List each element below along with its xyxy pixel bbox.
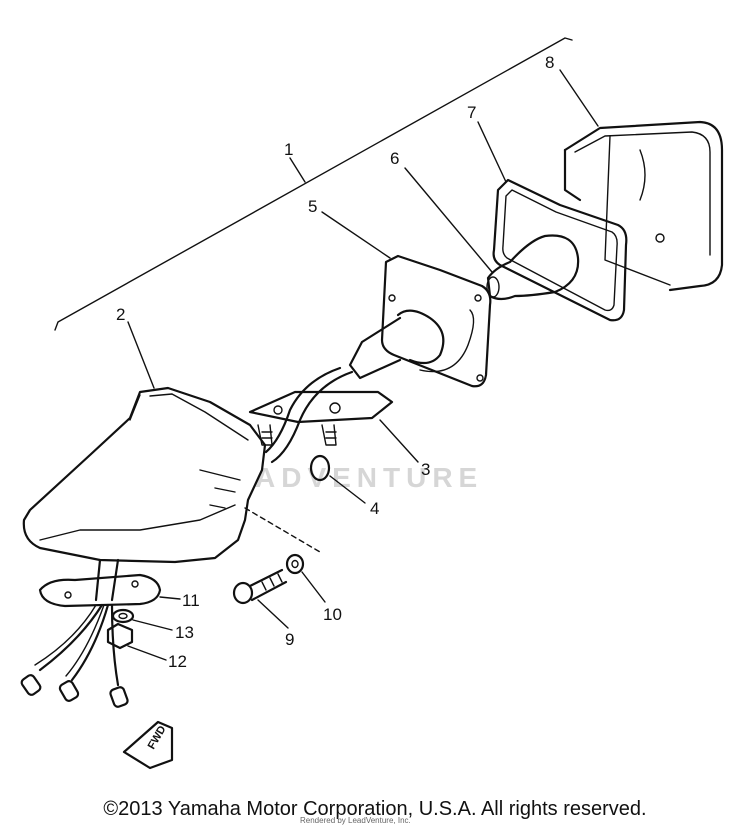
leader-1 xyxy=(289,157,306,183)
callout-2: 2 xyxy=(116,305,125,324)
leader-13 xyxy=(132,619,173,631)
forward-arrow-icon: FWD xyxy=(122,720,174,770)
wire-harness xyxy=(270,370,354,464)
leader-6 xyxy=(404,167,493,273)
callout-6: 6 xyxy=(390,149,399,168)
copyright-text: ©2013 Yamaha Motor Corporation, U.S.A. A… xyxy=(103,798,647,820)
leader-10 xyxy=(301,571,326,603)
leader-8 xyxy=(559,69,599,127)
nut-12-part xyxy=(106,622,134,650)
bolt-part xyxy=(232,568,288,605)
fwd-label: FWD xyxy=(146,724,169,752)
callout-5: 5 xyxy=(308,197,317,216)
leader-3 xyxy=(379,419,419,463)
leader-5 xyxy=(321,211,391,259)
stem-plate-part xyxy=(38,558,162,608)
leader-4 xyxy=(329,475,366,504)
callout-13: 13 xyxy=(175,623,194,642)
washer-part xyxy=(111,608,135,624)
callout-4: 4 xyxy=(370,499,379,518)
callout-7: 7 xyxy=(467,103,476,122)
callout-3: 3 xyxy=(421,460,430,479)
socket-plate-part xyxy=(348,254,492,388)
washer-10-part xyxy=(285,553,305,575)
callout-10: 10 xyxy=(323,605,342,624)
callout-9: 9 xyxy=(285,630,294,649)
leader-11 xyxy=(159,596,181,600)
callout-8: 8 xyxy=(545,53,554,72)
leader-7 xyxy=(477,121,507,183)
credit-text: Rendered by LeadVenture, Inc. xyxy=(300,816,411,825)
callout-11: 11 xyxy=(182,591,200,610)
signal-body-part xyxy=(22,386,321,564)
callout-12: 12 xyxy=(168,652,187,671)
watermark-text: ADVENTURE xyxy=(255,462,484,493)
nut-part xyxy=(309,454,331,482)
gasket-part xyxy=(492,178,628,322)
bulb-part xyxy=(486,234,580,301)
wire-leads xyxy=(20,603,129,708)
leader-2 xyxy=(127,321,155,389)
assembly-bracket xyxy=(54,37,573,331)
lens-housing-part xyxy=(563,120,724,292)
leader-9 xyxy=(257,599,289,629)
callout-1: 1 xyxy=(284,140,293,159)
leader-12 xyxy=(127,645,167,661)
mounting-bracket-part xyxy=(248,390,394,446)
